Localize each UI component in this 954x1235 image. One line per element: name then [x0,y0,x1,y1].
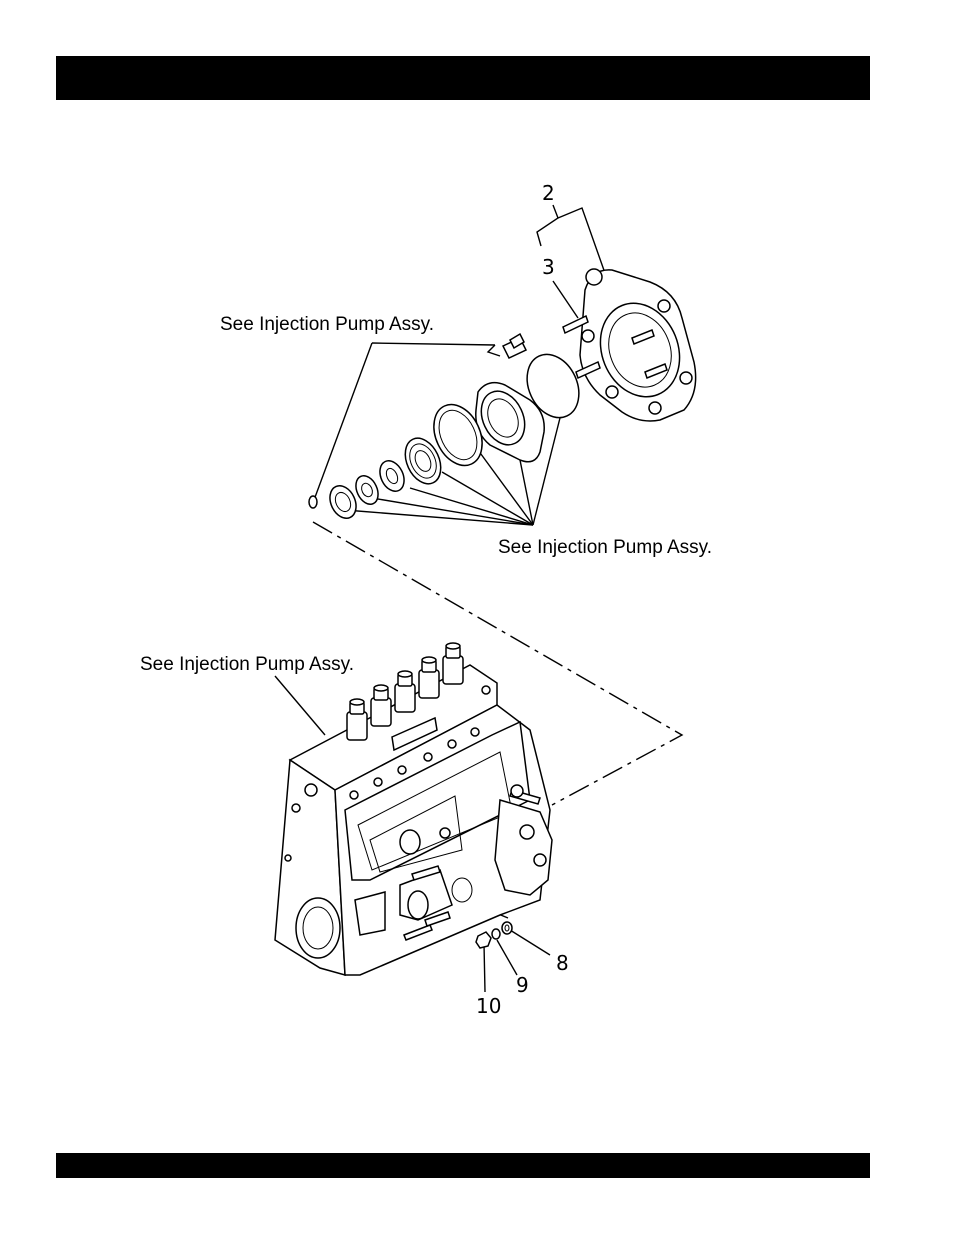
callout-see-injection-pump-middle: See Injection Pump Assy. [498,537,712,558]
washers [352,457,409,508]
callout-see-injection-pump-top: See Injection Pump Assy. [220,314,434,335]
part-number-3: 3 [542,255,555,279]
callout-see-injection-pump-lower: See Injection Pump Assy. [140,654,354,675]
governor-housing [563,269,696,421]
bolt [503,334,526,358]
part-number-9: 9 [516,973,529,997]
woodruff-key [309,496,317,508]
part-number-10: 10 [476,994,501,1018]
part-number-8: 8 [556,951,569,975]
fasteners-8-9-10 [476,922,512,948]
part-number-2: 2 [542,181,555,205]
